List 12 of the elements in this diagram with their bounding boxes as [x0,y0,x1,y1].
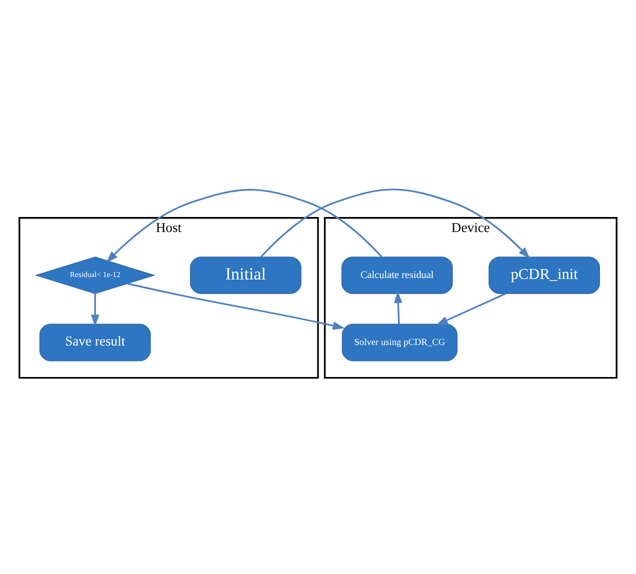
arrow [394,291,402,324]
arrow [127,282,345,330]
node-box: Calculate residual [341,256,453,294]
node-box: Solver using pCDR_CG [342,324,458,362]
node-diamond: Residual< 1e-12 [34,256,156,294]
arrow [436,292,506,326]
arrow [90,294,100,327]
node-box: pCDR_init [488,256,600,294]
arrow [106,188,382,263]
node-box: Save result [39,324,151,362]
arrow [260,188,530,259]
node-box: Initial [190,256,302,294]
